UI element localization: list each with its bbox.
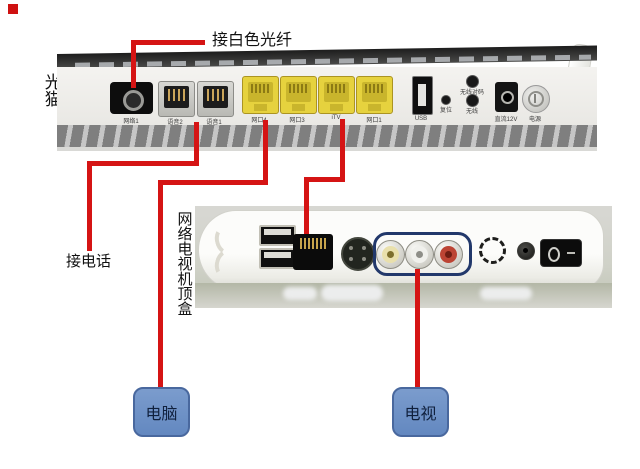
svideo-port bbox=[341, 237, 375, 271]
red-corner-marker bbox=[8, 4, 18, 14]
power-button bbox=[522, 85, 550, 113]
lan4-port bbox=[242, 76, 279, 114]
usb-tongue-icon bbox=[264, 229, 291, 235]
itv-port bbox=[318, 76, 355, 114]
power-label: 电源 bbox=[528, 117, 542, 123]
switch-dash-icon bbox=[567, 252, 575, 254]
design-arc-icon bbox=[211, 246, 243, 282]
computer-line-v2 bbox=[158, 180, 163, 388]
lan4-label: 网口4 bbox=[251, 118, 267, 124]
settopbox-body bbox=[198, 210, 604, 290]
rj45-slot-icon bbox=[286, 82, 311, 102]
lan1-port bbox=[356, 76, 393, 114]
usb-port bbox=[412, 76, 433, 115]
rca-video-jack bbox=[376, 240, 405, 269]
voice-port-2 bbox=[158, 81, 195, 117]
rj45-tab bbox=[330, 104, 343, 111]
dc-label: 直流12V bbox=[494, 117, 518, 123]
stb-usb-port-bottom bbox=[259, 248, 296, 269]
usb-tongue-icon bbox=[418, 84, 426, 106]
power-ring-icon bbox=[528, 91, 544, 107]
lan3-port bbox=[280, 76, 317, 114]
rj11-slot-icon bbox=[203, 86, 228, 108]
rj11-slot-icon bbox=[164, 86, 189, 108]
rca-hole-icon bbox=[416, 251, 423, 258]
rj45-tab bbox=[368, 104, 381, 111]
rca-hole-icon bbox=[445, 251, 452, 258]
settopbox-shadow bbox=[195, 283, 612, 308]
switch-zero-icon bbox=[548, 247, 560, 262]
fiber-connector-icon bbox=[123, 90, 144, 111]
power-bar-icon bbox=[534, 94, 536, 103]
fiber-line-h bbox=[131, 40, 205, 45]
rj45-slot-icon bbox=[324, 82, 349, 102]
phone-annotation: 接电话 bbox=[66, 254, 112, 270]
rj45-slot-icon bbox=[362, 82, 387, 102]
computer-box: 电脑 bbox=[133, 387, 190, 437]
dc-pin-icon bbox=[501, 91, 514, 104]
voice-port-1 bbox=[197, 81, 234, 117]
tv-line-v bbox=[415, 269, 420, 388]
stb-power-switch bbox=[540, 239, 582, 267]
rj45-tab bbox=[254, 104, 267, 111]
wps-button bbox=[466, 75, 479, 88]
dashed-circle-mark bbox=[479, 237, 506, 264]
stb-ethernet-port bbox=[293, 234, 333, 270]
fiber-annotation: 接白色光纤 bbox=[212, 32, 293, 49]
modem-ribbed-base bbox=[57, 125, 597, 147]
wifi-label: 无线 bbox=[465, 109, 479, 115]
stb-dc-jack bbox=[517, 242, 535, 260]
modem-base-edge bbox=[57, 147, 597, 151]
settopbox-photo bbox=[195, 206, 612, 308]
voice2-label: 语音2 bbox=[167, 120, 183, 126]
rj45-slot-icon bbox=[248, 82, 273, 102]
lan3-label: 网口3 bbox=[289, 118, 305, 124]
lan1-label: 网口1 bbox=[366, 118, 382, 124]
usb-tongue-icon bbox=[264, 252, 291, 258]
stb-annotation: 网络电视机顶盒 bbox=[175, 211, 192, 316]
av-ports-highlight bbox=[373, 232, 472, 276]
rj45-tab bbox=[292, 104, 305, 111]
modem-annotation: 光猫 bbox=[41, 73, 61, 107]
stb-usb-port-top bbox=[259, 225, 296, 246]
dc-power-jack bbox=[495, 82, 518, 112]
itv-line-v2 bbox=[304, 177, 309, 234]
wps-label: 无线对码 bbox=[459, 90, 485, 96]
rca-audio-left-jack bbox=[405, 240, 434, 269]
phone-line-v1 bbox=[194, 122, 199, 166]
itv-label: iTV bbox=[331, 115, 341, 121]
reset-label: 复位 bbox=[439, 108, 453, 114]
tv-box: 电视 bbox=[392, 387, 449, 437]
computer-line-v1 bbox=[263, 120, 268, 185]
usb-label: USB bbox=[414, 116, 428, 122]
computer-line-h bbox=[158, 180, 268, 185]
rca-hole-icon bbox=[387, 251, 394, 258]
phone-line-v2 bbox=[87, 161, 92, 251]
phone-line-h bbox=[87, 161, 199, 166]
voice1-label: 语音1 bbox=[206, 120, 222, 126]
itv-line-v1 bbox=[340, 119, 345, 182]
wifi-button bbox=[466, 94, 479, 107]
rca-audio-right-jack bbox=[434, 240, 463, 269]
vent-slots bbox=[75, 54, 591, 68]
reset-button bbox=[441, 95, 451, 105]
fiber-line-v bbox=[131, 40, 136, 88]
rj45-pins-icon bbox=[300, 238, 326, 249]
itv-line-h bbox=[304, 177, 345, 182]
fiber-port-label: 网络1 bbox=[123, 119, 139, 125]
modem-top-panel bbox=[57, 45, 597, 69]
